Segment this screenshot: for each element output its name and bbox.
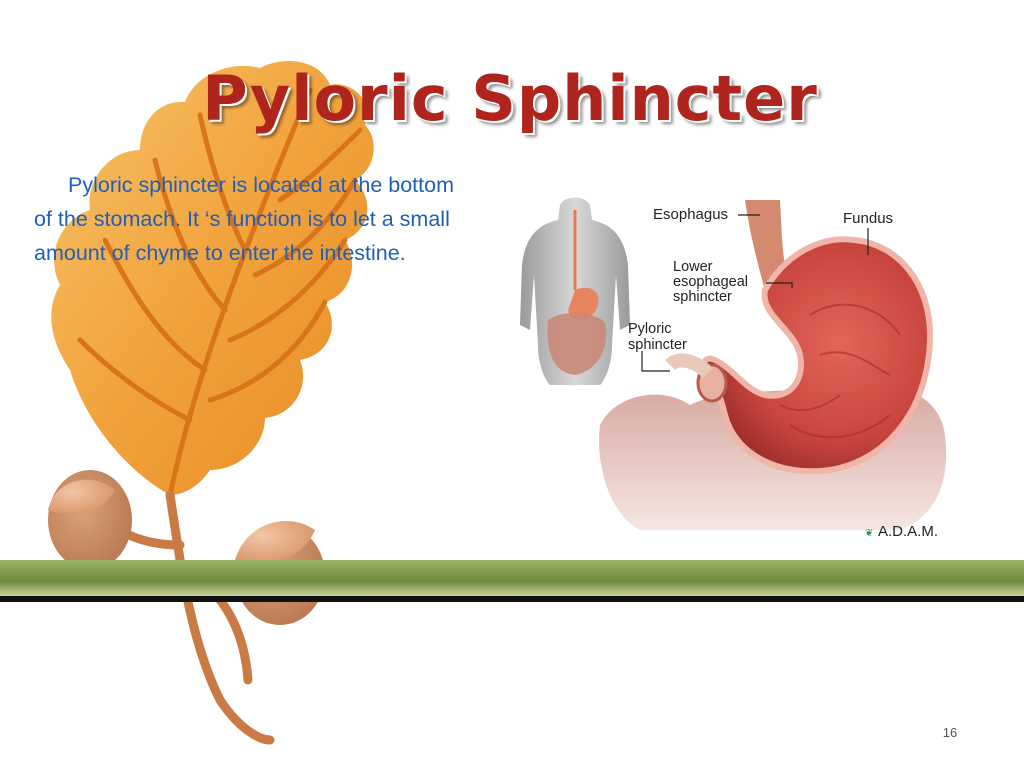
acorn-left: [48, 470, 132, 570]
label-esophagus: Esophagus: [653, 206, 728, 223]
grass-band: [0, 560, 1024, 596]
leader-lines: [641, 214, 869, 372]
adam-credit: A.D.A.M.: [878, 523, 938, 540]
page-number: 16: [942, 725, 958, 740]
stomach-folds: [779, 303, 901, 439]
slide-body: Pyloric sphincter is located at the bott…: [34, 168, 464, 270]
slide-body-text: Pyloric sphincter is located at the bott…: [34, 173, 454, 265]
label-les-line1: Lower: [673, 259, 713, 275]
adam-leaf-icon: ❦: [865, 528, 873, 539]
label-pyloric-line2: sphincter: [628, 337, 687, 353]
stomach: [700, 236, 934, 475]
label-pyloric-line1: Pyloric: [628, 321, 672, 337]
autumn-leaf-illustration: [48, 61, 374, 745]
label-les-line3: sphincter: [673, 289, 732, 305]
ground-line: [0, 596, 1024, 602]
torso-thumbnail: [520, 197, 630, 385]
stomach-anatomy-diagram: Esophagus Fundus Lower esophageal sphinc…: [520, 197, 947, 540]
slide-title: Pyloric Sphincter: [202, 62, 818, 135]
duodenum: [665, 353, 713, 379]
label-les-line2: esophageal: [673, 274, 748, 290]
leaf-veins: [77, 87, 363, 498]
label-fundus: Fundus: [843, 210, 893, 227]
